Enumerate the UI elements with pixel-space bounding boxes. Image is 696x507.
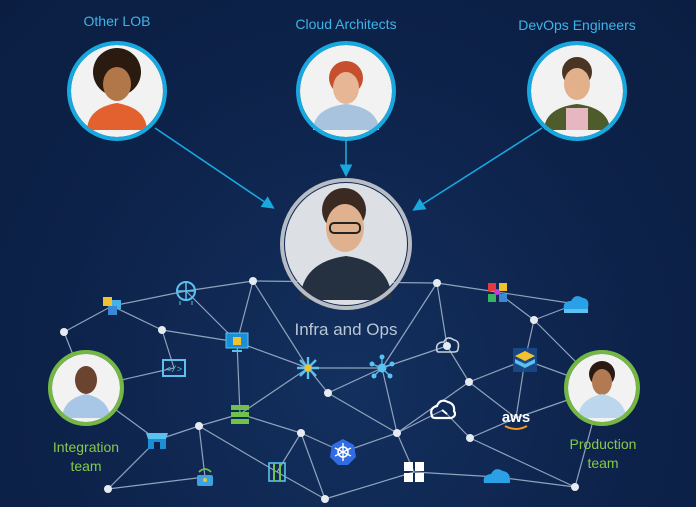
label-production-team-line2: team [587,455,619,471]
network-edge [381,367,398,434]
network-node [443,342,451,350]
network-edge [324,471,415,500]
network-edge [442,409,471,439]
label-devops-engineers: DevOps Engineers [518,17,636,33]
hub-network-icon [369,354,395,379]
network-edge [327,392,398,434]
network-edge [381,282,438,369]
global-network-icon [176,281,196,305]
windows-logo [404,462,424,482]
network-edge [496,291,577,305]
network-edge [198,425,278,473]
network-node [249,277,257,285]
arrow-devops-engineers [412,127,543,211]
network-node [466,434,474,442]
avatar-cloud-architects [296,41,396,141]
network-edge [236,341,309,369]
label-other-lob: Other LOB [83,13,151,29]
colorful-cubes-network-icon [488,283,507,302]
avatar-infra-and-ops [280,178,412,310]
google-cloud-icon [430,399,457,420]
network-edge [252,280,309,369]
arrow-other-lob [154,127,275,209]
network-edge [300,432,326,500]
avatar-production-team [564,350,640,426]
network-node [571,483,579,491]
network-edge [111,290,187,307]
network-node [321,495,329,503]
network-edges [63,280,603,500]
network-node [104,485,112,493]
avatar-integration-team [48,350,124,426]
network-node [324,389,332,397]
network-node [393,429,401,437]
network-node [195,422,203,430]
kubernetes-settings-icon [297,357,319,379]
network-node [530,316,538,324]
label-production-team-line1: Production [569,436,637,452]
edge-device-icon [197,468,213,486]
label-integration-team-line2: team [70,458,102,474]
label-infra-and-ops: Infra and Ops [294,320,398,339]
svg-text:</>: </> [166,365,182,375]
label-integration-team: Integration team [36,438,136,476]
kubernetes-icon [330,439,356,465]
network-edge [239,367,309,415]
network-edge [161,329,238,343]
cloud-outline-icon [435,337,460,353]
network-edge [496,476,576,488]
network-edge [161,329,175,369]
label-production-team: Production team [553,435,653,473]
network-edge [413,471,498,478]
aws-logo: aws [502,409,530,430]
network-edge [469,437,576,488]
network-node [60,328,68,336]
network-edge [239,413,302,434]
network-node [465,378,473,386]
label-integration-team-line1: Integration [52,439,120,455]
storage-rack-icon [231,405,249,424]
network-edge [327,367,383,394]
network-edge [469,417,517,439]
network-edge [236,341,241,415]
network-edge [468,381,517,419]
network-nodes [60,277,579,503]
label-cloud-architects: Cloud Architects [295,16,397,32]
network-node [297,429,305,437]
network-edge [107,476,206,490]
network-node [158,326,166,334]
network-edge [111,305,163,331]
network-edge [436,282,498,293]
azure-cloud-icon [483,469,510,483]
aws-logo-text: aws [502,409,530,426]
network-edge [236,280,254,343]
colorful-cubes-icon [103,297,121,315]
network-edge [396,409,444,434]
avatar-other-lob [67,41,167,141]
code-window-icon: </> [162,359,186,377]
avatar-devops-engineers [527,41,627,141]
network-node [433,279,441,287]
network-edge [436,282,448,347]
cloud-shield-icon [563,296,589,313]
network-edge [185,280,254,292]
server-rack-icon [268,462,286,482]
layered-box-icon [513,348,537,372]
storefront-icon [146,433,168,449]
container-monitor-icon [225,332,249,352]
network-edge [63,305,113,333]
